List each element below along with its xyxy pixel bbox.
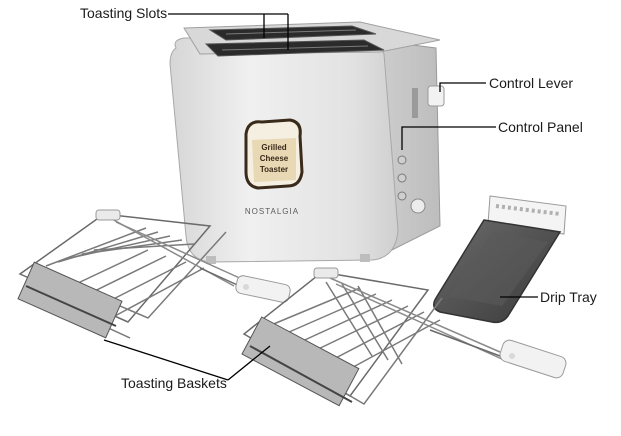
svg-text:Toaster: Toaster (260, 165, 288, 174)
brand-text: NOSTALGIA (245, 207, 299, 216)
label-toasting-slots: Toasting Slots (80, 5, 168, 21)
label-drip-tray: Drip Tray (540, 289, 597, 305)
toasting-basket-left (17, 213, 245, 339)
control-button (397, 191, 407, 201)
basket-handle-left (95, 209, 291, 303)
basket-latch-left (95, 209, 121, 221)
toaster-foot (360, 254, 370, 262)
basket-handle-right (313, 267, 567, 379)
product-logo: Grilled Cheese Toaster (244, 118, 304, 190)
svg-text:Grilled: Grilled (261, 143, 286, 152)
leader-control-panel (401, 126, 496, 150)
basket-latch-right (313, 267, 339, 279)
leader-control-lever (439, 82, 486, 92)
toaster-foot (206, 256, 216, 264)
label-toasting-baskets: Toasting Baskets (121, 375, 227, 391)
leader-toasting-baskets (103, 339, 271, 381)
label-control-lever: Control Lever (489, 75, 574, 91)
toasting-slot-1 (208, 25, 377, 41)
label-control-panel: Control Panel (498, 119, 583, 135)
control-lever-slot (412, 88, 418, 118)
svg-text:Cheese: Cheese (260, 154, 289, 163)
control-button (397, 173, 407, 183)
leader-toasting-slots (168, 13, 289, 50)
control-button (397, 155, 407, 165)
drip-tray (433, 195, 567, 324)
leader-lines (103, 13, 538, 381)
browning-knob (410, 198, 426, 214)
toasting-basket-right (241, 271, 505, 407)
toaster: Grilled Cheese Toaster NOSTALGIA (169, 21, 445, 264)
control-lever-knob (427, 85, 445, 107)
